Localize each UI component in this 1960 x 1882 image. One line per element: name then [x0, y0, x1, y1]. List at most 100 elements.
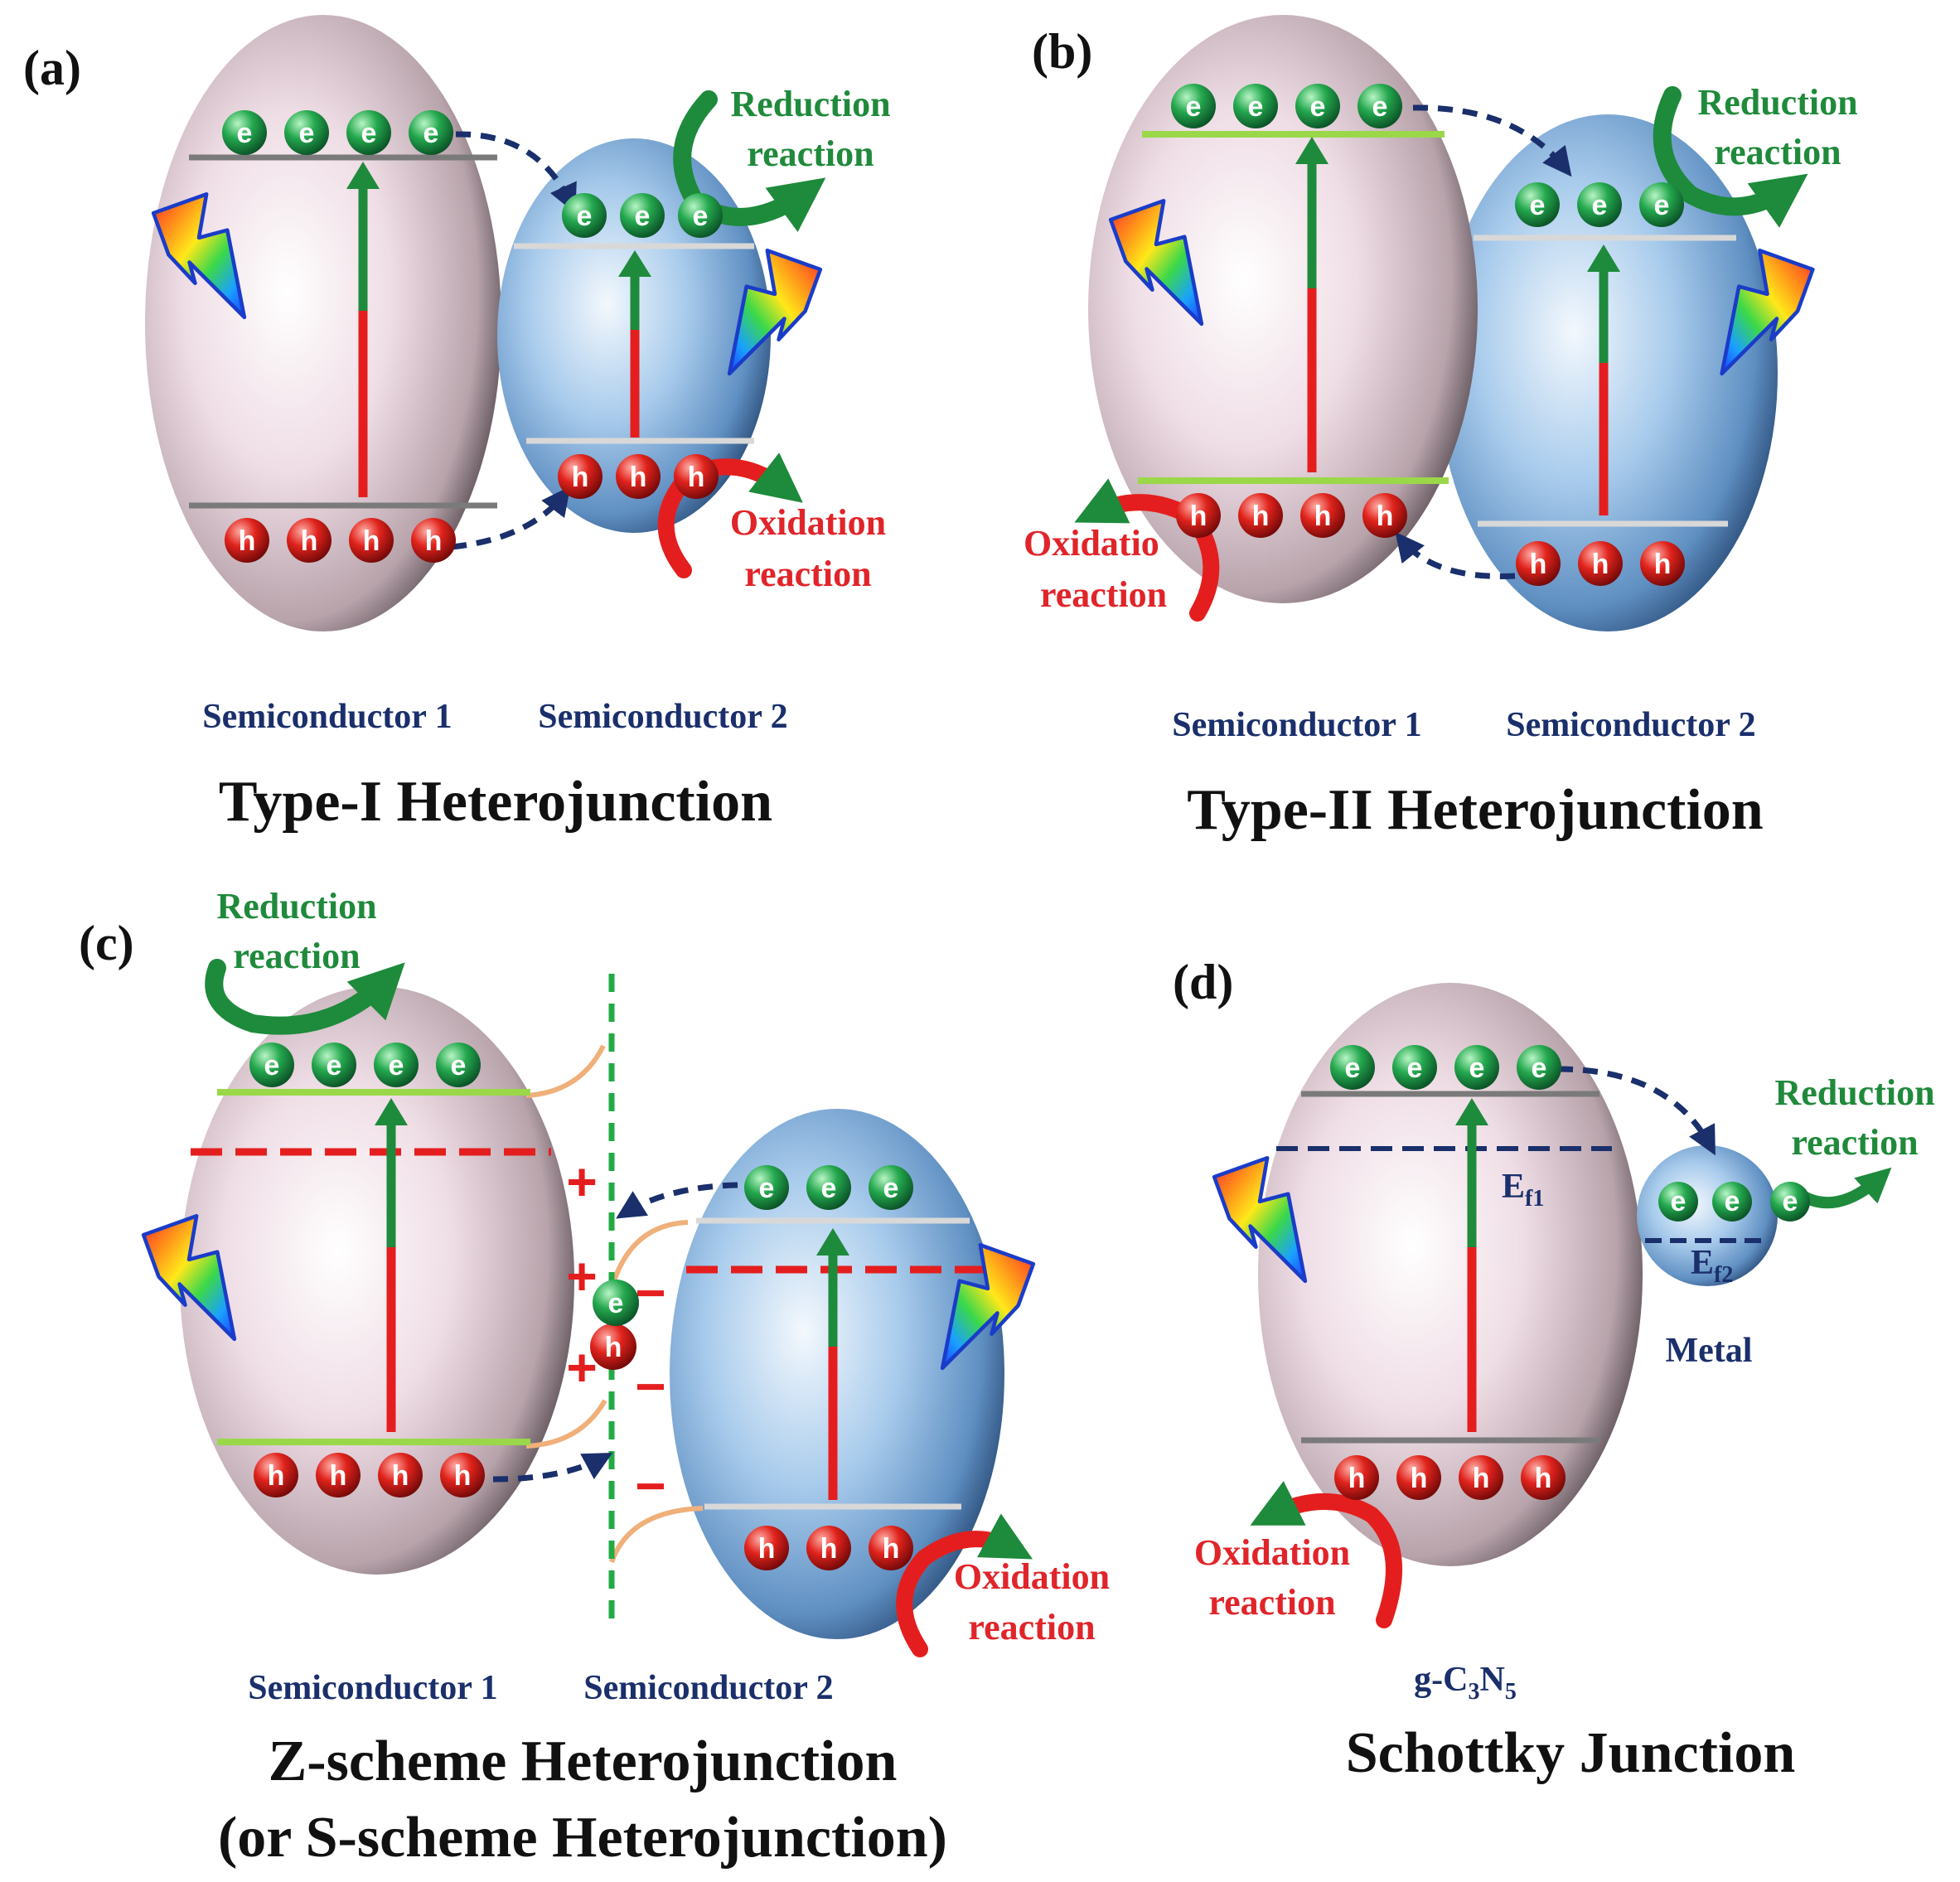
- oxidation-curved-arrow: [1250, 1481, 1402, 1628]
- svg-text:e: e: [693, 201, 709, 232]
- hole: h: [287, 518, 332, 563]
- electron: e: [678, 193, 723, 238]
- oxidation-label-line2: reaction: [744, 554, 871, 594]
- panel-d-letter: (d): [1173, 955, 1233, 1009]
- svg-text:e: e: [821, 1173, 837, 1204]
- hole: h: [806, 1526, 851, 1570]
- holes-sc2: h h h: [558, 454, 719, 499]
- electron: e: [1639, 182, 1684, 227]
- svg-text:h: h: [425, 525, 443, 557]
- reduction-label-line1: Reduction: [730, 84, 890, 124]
- hole: h: [440, 1453, 485, 1497]
- hole: h: [1459, 1455, 1503, 1500]
- svg-text:e: e: [299, 118, 315, 149]
- electron: e: [346, 110, 391, 155]
- panel-a-title: Type-I Heterojunction: [219, 770, 772, 834]
- svg-text:h: h: [392, 1460, 409, 1492]
- svg-text:h: h: [1377, 501, 1394, 532]
- reduction-label-line2: reaction: [1714, 132, 1841, 172]
- hole-transfer-arrow: [492, 1453, 613, 1483]
- electrons-sc2: e e e: [562, 193, 723, 238]
- electrons-sc2: e e e: [744, 1165, 913, 1210]
- oxidation-label-line1: Oxidation: [954, 1556, 1110, 1597]
- panel-b-title: Type-II Heterojunction: [1187, 778, 1763, 842]
- semiconductor-2-label: Semiconductor 2: [538, 698, 787, 736]
- excitation-arrowhead-sc1: [375, 1098, 408, 1125]
- electron: e: [806, 1165, 851, 1210]
- hole: h: [1238, 493, 1283, 538]
- electron: e: [1330, 1045, 1375, 1090]
- electron: e: [1233, 84, 1278, 128]
- electron: e: [1515, 182, 1560, 227]
- semiconductor-1-ellipse: [180, 986, 574, 1575]
- positive-charge: +: [566, 1152, 597, 1212]
- oxidation-label-line1: Oxidation: [1194, 1532, 1350, 1573]
- svg-text:e: e: [237, 118, 253, 149]
- electron: e: [869, 1165, 913, 1210]
- svg-text:h: h: [1252, 501, 1270, 532]
- electron: e: [1577, 182, 1622, 227]
- svg-text:e: e: [327, 1050, 342, 1081]
- reduction-label-line1: Reduction: [1774, 1072, 1934, 1113]
- svg-text:e: e: [1725, 1186, 1740, 1217]
- panel-c-title-line1: Z-scheme Heterojunction: [269, 1730, 898, 1793]
- electron: e: [249, 1043, 294, 1087]
- hole: h: [349, 518, 394, 563]
- semiconductor-1-label: Semiconductor 1: [202, 698, 452, 736]
- svg-text:h: h: [1411, 1463, 1428, 1494]
- oxidation-label-line2: reaction: [1208, 1582, 1335, 1623]
- electron: e: [312, 1043, 356, 1087]
- electrons-sc1: e e e e: [1171, 84, 1402, 128]
- panel-c-letter: (c): [79, 916, 134, 970]
- svg-text:e: e: [1530, 190, 1546, 221]
- electron: e: [562, 193, 607, 238]
- electron: e: [374, 1043, 419, 1087]
- panel-b-letter: (b): [1032, 24, 1092, 79]
- svg-text:e: e: [1345, 1052, 1361, 1084]
- hole: h: [1362, 493, 1407, 538]
- reduction-label-line2: reaction: [1791, 1122, 1918, 1163]
- hole: h: [1396, 1455, 1441, 1500]
- negative-charge: −: [635, 1357, 665, 1416]
- excitation-arrowhead-sc2: [816, 1228, 849, 1255]
- svg-text:h: h: [820, 1533, 838, 1565]
- panel-d-title: Schottky Junction: [1346, 1721, 1796, 1785]
- hole: h: [1334, 1455, 1379, 1500]
- excitation-arrowhead-sc1: [346, 162, 380, 189]
- svg-text:e: e: [759, 1173, 775, 1204]
- band-bending-curve: [525, 1399, 607, 1449]
- electron-transfer-arrow: [455, 131, 577, 214]
- hole: h: [558, 454, 603, 499]
- panel-c-title-line2: (or S-scheme Heterojunction): [218, 1806, 947, 1870]
- electron: e: [1171, 84, 1216, 128]
- electron: e: [1392, 1045, 1437, 1090]
- electron: e: [436, 1043, 481, 1087]
- electron: e: [409, 110, 453, 155]
- reduction-label-line1: Reduction: [1697, 82, 1857, 123]
- hole: h: [411, 518, 456, 563]
- svg-text:e: e: [577, 201, 593, 232]
- panel-a: (a) e e e e e e e: [23, 15, 891, 834]
- svg-text:h: h: [1592, 549, 1609, 580]
- svg-text:h: h: [268, 1460, 285, 1492]
- hole: h: [316, 1453, 361, 1497]
- svg-text:h: h: [688, 462, 705, 493]
- svg-text:e: e: [389, 1050, 404, 1081]
- hole: h: [254, 1453, 298, 1497]
- svg-text:e: e: [1469, 1052, 1485, 1084]
- hole: h: [1521, 1455, 1566, 1500]
- band-bending-curve: [525, 1044, 606, 1098]
- hole: h: [744, 1526, 789, 1570]
- holes-sc2: h h h: [1516, 541, 1685, 586]
- electron: e: [1712, 1182, 1752, 1222]
- holes-sc1: h h h h: [254, 1453, 485, 1497]
- positive-charge: +: [566, 1246, 597, 1306]
- electron-transfer-arrow: [1412, 104, 1572, 177]
- svg-text:e: e: [883, 1173, 899, 1204]
- svg-text:h: h: [1654, 549, 1672, 580]
- svg-text:h: h: [1190, 501, 1207, 532]
- svg-text:e: e: [1372, 91, 1388, 123]
- electron: e: [1295, 84, 1340, 128]
- svg-text:h: h: [1535, 1463, 1552, 1494]
